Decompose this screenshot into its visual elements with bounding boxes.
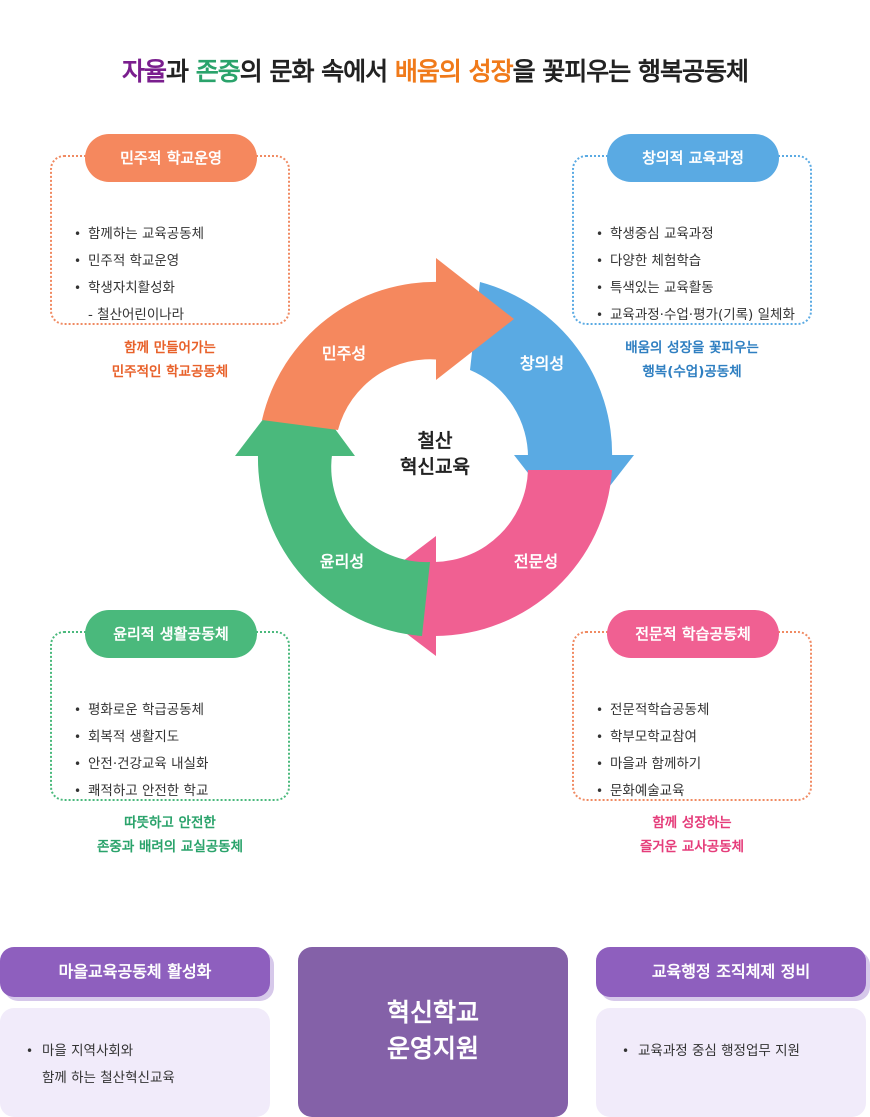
list-item: 함께하는 교육공동체 <box>74 221 204 248</box>
list-item: 마을과 함께하기 <box>596 751 709 778</box>
list-item: 다양한 체험학습 <box>596 248 795 275</box>
page-title: 자율과 존중의 문화 속에서 배움의 성장을 꽃피우는 행복공동체 <box>0 52 870 88</box>
arc-label-expertise: 전문성 <box>513 552 559 571</box>
box-admin-system: 교육과정 중심 행정업무 지원 <box>596 1008 866 1117</box>
center-line2: 혁신교육 <box>400 456 470 478</box>
slogan-line: 민주적인 학교공동체 <box>111 364 229 380</box>
arrow-orange <box>436 258 514 380</box>
card-creative: 학생중심 교육과정 다양한 체험학습 특색있는 교육활동 교육과정·수업·평가(… <box>572 155 812 329</box>
slogan-line: 존중과 배려의 교실공동체 <box>96 839 244 855</box>
card-ethical: 평화로운 학급공동체 회복적 생활지도 안전·건강교육 내실화 쾌적하고 안전한… <box>50 631 290 805</box>
pill-admin-system: 교육행정 조직체제 정비 <box>596 947 866 997</box>
slogan-ethical: 따뜻하고 안전한 존중과 배려의 교실공동체 <box>50 811 290 859</box>
list-item: 교육과정 중심 행정업무 지원 <box>622 1038 800 1065</box>
pill-village-community: 마을교육공동체 활성화 <box>0 947 270 997</box>
pill-creative: 창의적 교육과정 <box>607 134 779 182</box>
arc-label-democracy: 민주성 <box>321 344 367 363</box>
pill-professional: 전문적 학습공동체 <box>607 610 779 658</box>
list-item: 민주적 학교운영 <box>74 248 204 275</box>
list-item-continued: 함께 하는 철산혁신교육 <box>42 1070 175 1086</box>
list-item: 특색있는 교육활동 <box>596 275 795 302</box>
list-item: 학생중심 교육과정 <box>596 221 795 248</box>
box-village-community: 마을 지역사회와 함께 하는 철산혁신교육 <box>0 1008 270 1117</box>
title-text: 을 꽃피우는 행복공동체 <box>512 57 749 86</box>
list-item: 평화로운 학급공동체 <box>74 697 208 724</box>
title-growth: 배움의 성장 <box>394 57 514 86</box>
innovation-school-support: 혁신학교 운영지원 <box>298 947 568 1117</box>
slogan-line: 즐거운 교사공동체 <box>639 839 745 855</box>
arc-orange <box>262 281 442 430</box>
title-autonomy: 자율 <box>121 57 167 86</box>
list-sub-item: - 철산어린이나라 <box>88 307 185 323</box>
list-item: 마을 지역사회와 <box>26 1038 175 1065</box>
pill-ethical: 윤리적 생활공동체 <box>85 610 257 658</box>
title-text: 과 <box>166 57 196 86</box>
slogan-line: 따뜻하고 안전한 <box>124 815 216 831</box>
card-democratic: 함께하는 교육공동체 민주적 학교운영 학생자치활성화 - 철산어린이나라 <box>50 155 290 325</box>
slogan-line: 함께 성장하는 <box>652 815 732 831</box>
slogan-line: 함께 만들어가는 <box>124 340 216 356</box>
list-item: 전문적학습공동체 <box>596 697 709 724</box>
card-professional: 전문적학습공동체 학부모학교참여 마을과 함께하기 문화예술교육 <box>572 631 812 805</box>
arc-label-ethics: 윤리성 <box>319 552 365 571</box>
list-item: 회복적 생활지도 <box>74 724 208 751</box>
slogan-democratic: 함께 만들어가는 민주적인 학교공동체 <box>50 336 290 384</box>
slogan-professional: 함께 성장하는 즐거운 교사공동체 <box>572 811 812 859</box>
center-line1: 철산 <box>417 430 453 452</box>
center-label: 철산 혁신교육 <box>385 428 485 480</box>
arc-label-creativity: 창의성 <box>519 354 565 373</box>
center-box-line: 혁신학교 <box>386 998 479 1027</box>
slogan-creative: 배움의 성장을 꽃피우는 행복(수업)공동체 <box>572 336 812 384</box>
list-item: 교육과정·수업·평가(기록) 일체화 <box>596 302 795 329</box>
list-item: 안전·건강교육 내실화 <box>74 751 208 778</box>
arc-blue <box>470 282 613 460</box>
slogan-line: 행복(수업)공동체 <box>642 364 742 380</box>
list-item: 학부모학교참여 <box>596 724 709 751</box>
list-item: 학생자치활성화 <box>74 275 204 302</box>
title-respect: 존중 <box>195 57 241 86</box>
pill-democratic: 민주적 학교운영 <box>85 134 257 182</box>
title-text: 의 문화 속에서 <box>239 57 395 86</box>
arc-pink <box>435 470 612 636</box>
center-box-line: 운영지원 <box>386 1034 479 1063</box>
list-item: 문화예술교육 <box>596 778 709 805</box>
slogan-line: 배움의 성장을 꽃피우는 <box>625 340 759 356</box>
list-item: 쾌적하고 안전한 학교 <box>74 778 208 805</box>
arc-green <box>257 455 430 636</box>
